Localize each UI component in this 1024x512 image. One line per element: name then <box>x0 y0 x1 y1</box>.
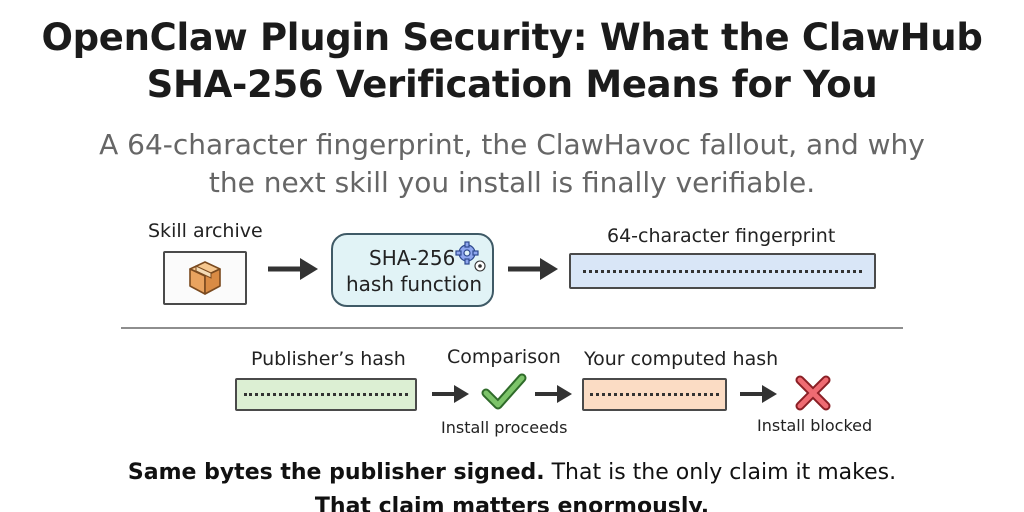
footer-line-1-bold: Same bytes the publisher signed. <box>127 460 545 485</box>
gear-icon <box>455 241 486 272</box>
fingerprint-bar <box>569 253 876 289</box>
install-blocked-label: Install blocked <box>757 416 873 435</box>
comparison-label: Comparison <box>447 346 561 368</box>
footer-line-2-bold: That claim matters enormously. <box>314 494 710 512</box>
hash-box-line-1: SHA-256 <box>369 246 456 270</box>
arrow-to-hash <box>268 258 318 280</box>
footer-text: Same bytes the publisher signed. That is… <box>0 456 1024 512</box>
footer-line-1: Same bytes the publisher signed. That is… <box>0 456 1024 490</box>
arrow-to-fingerprint <box>508 258 558 280</box>
fingerprint-label: 64-character fingerprint <box>607 225 836 247</box>
subtitle-line-1: A 64-character fingerprint, the ClawHavo… <box>99 128 925 161</box>
hash-box-line-2: hash function <box>346 272 483 296</box>
page-subtitle: A 64-character fingerprint, the ClawHavo… <box>0 126 1024 202</box>
footer-line-1-rest: That is the only claim it makes. <box>544 460 897 485</box>
skill-archive-box <box>163 251 247 305</box>
package-box-icon <box>189 261 221 295</box>
hash-function-box: SHA-256 hash function <box>331 233 494 307</box>
computed-hash-label: Your computed hash <box>584 348 779 370</box>
skill-archive-label: Skill archive <box>148 220 263 242</box>
publisher-hash-bar <box>235 378 417 411</box>
cross-icon <box>795 375 831 411</box>
subtitle-line-2: the next skill you install is finally ve… <box>208 166 816 199</box>
arrow-publisher-to-check <box>432 385 469 403</box>
section-divider <box>121 327 903 329</box>
footer-line-2: That claim matters enormously. <box>0 490 1024 512</box>
arrow-check-to-computed <box>535 385 572 403</box>
arrow-computed-to-cross <box>740 385 777 403</box>
page-title: OpenClaw Plugin Security: What the ClawH… <box>0 14 1024 108</box>
title-line-2: SHA-256 Verification Means for You <box>146 63 878 106</box>
publisher-hash-label: Publisher’s hash <box>251 348 406 370</box>
computed-hash-bar <box>582 378 727 411</box>
install-proceeds-label: Install proceeds <box>441 418 568 437</box>
check-icon <box>481 373 527 410</box>
title-line-1: OpenClaw Plugin Security: What the ClawH… <box>41 16 983 59</box>
